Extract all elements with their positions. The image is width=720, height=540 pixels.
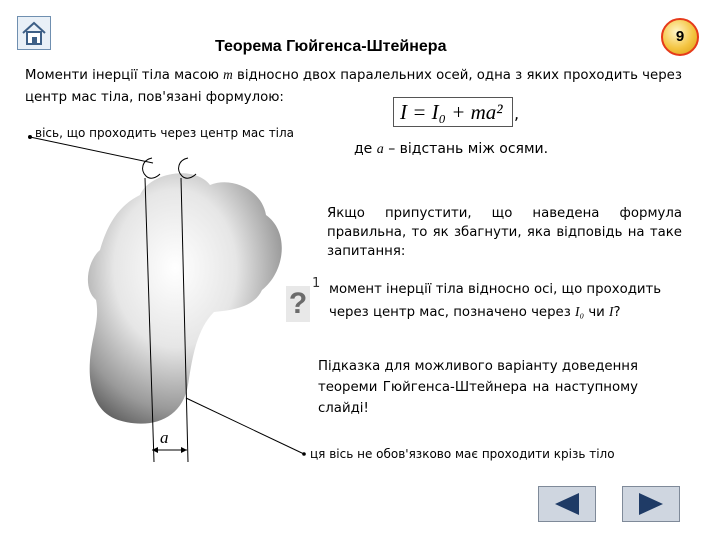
where-suffix: – відстань між осями. — [383, 141, 549, 157]
question-or: чи — [584, 305, 610, 320]
home-button[interactable] — [17, 16, 51, 50]
question-part1: момент інерції тіла відносно осі, що про… — [329, 282, 662, 320]
formula-box — [393, 97, 513, 127]
question-prompt: Якщо припустити, що наведена формула пра… — [327, 206, 682, 259]
arrow-right-icon — [639, 493, 663, 515]
home-icon — [22, 21, 46, 45]
rotation-arrow-left — [142, 157, 161, 179]
center-axis-line — [144, 177, 155, 463]
next-slide-button[interactable] — [622, 486, 680, 522]
question-mark-icon[interactable]: ? — [286, 286, 310, 322]
intro-part2: відносно двох паралельних осей, одна з я… — [25, 68, 682, 105]
bottom-note-pointer — [185, 397, 305, 455]
where-prefix: де — [354, 141, 377, 157]
intro-part1: Моменти інерції тіла масою — [25, 68, 224, 83]
question-number: 1 — [312, 276, 321, 291]
intro-text: Моменти інерції тіла масою m відносно дв… — [25, 64, 715, 109]
axis-note-dot — [28, 135, 32, 139]
formula-comma: , — [514, 104, 520, 123]
axis-center-note: вісь, що проходить через центр мас тіла — [35, 126, 295, 140]
arrow-left-icon — [555, 493, 579, 515]
bottom-note-dot — [302, 452, 306, 456]
question-option-i: I — [609, 304, 614, 319]
distance-label: a — [160, 428, 169, 447]
mass-symbol: m — [223, 67, 233, 82]
question-option-i0: I₀ — [575, 304, 585, 319]
page-number-badge: 9 — [661, 18, 699, 56]
parallel-axis-note: ця вісь не обов'язково має проходити крі… — [310, 447, 615, 461]
hint-text: Підказка для можливого варіанту доведенн… — [318, 359, 638, 416]
parallel-axis-line — [180, 177, 189, 463]
rotation-arrow-right — [178, 157, 197, 179]
steiner-formula: I = I₀ + ma² — [400, 100, 503, 124]
previous-slide-button[interactable] — [538, 486, 596, 522]
question-text: момент інерції тіла відносно осі, що про… — [329, 279, 699, 324]
distance-definition: де a – відстань між осями. — [354, 141, 548, 158]
question-end: ? — [613, 305, 621, 320]
rigid-body-shape — [87, 173, 282, 424]
slide-title: Теорема Гюйгенса-Штейнера — [215, 38, 447, 55]
axis-note-pointer — [29, 136, 154, 164]
where-var: a — [376, 142, 384, 157]
